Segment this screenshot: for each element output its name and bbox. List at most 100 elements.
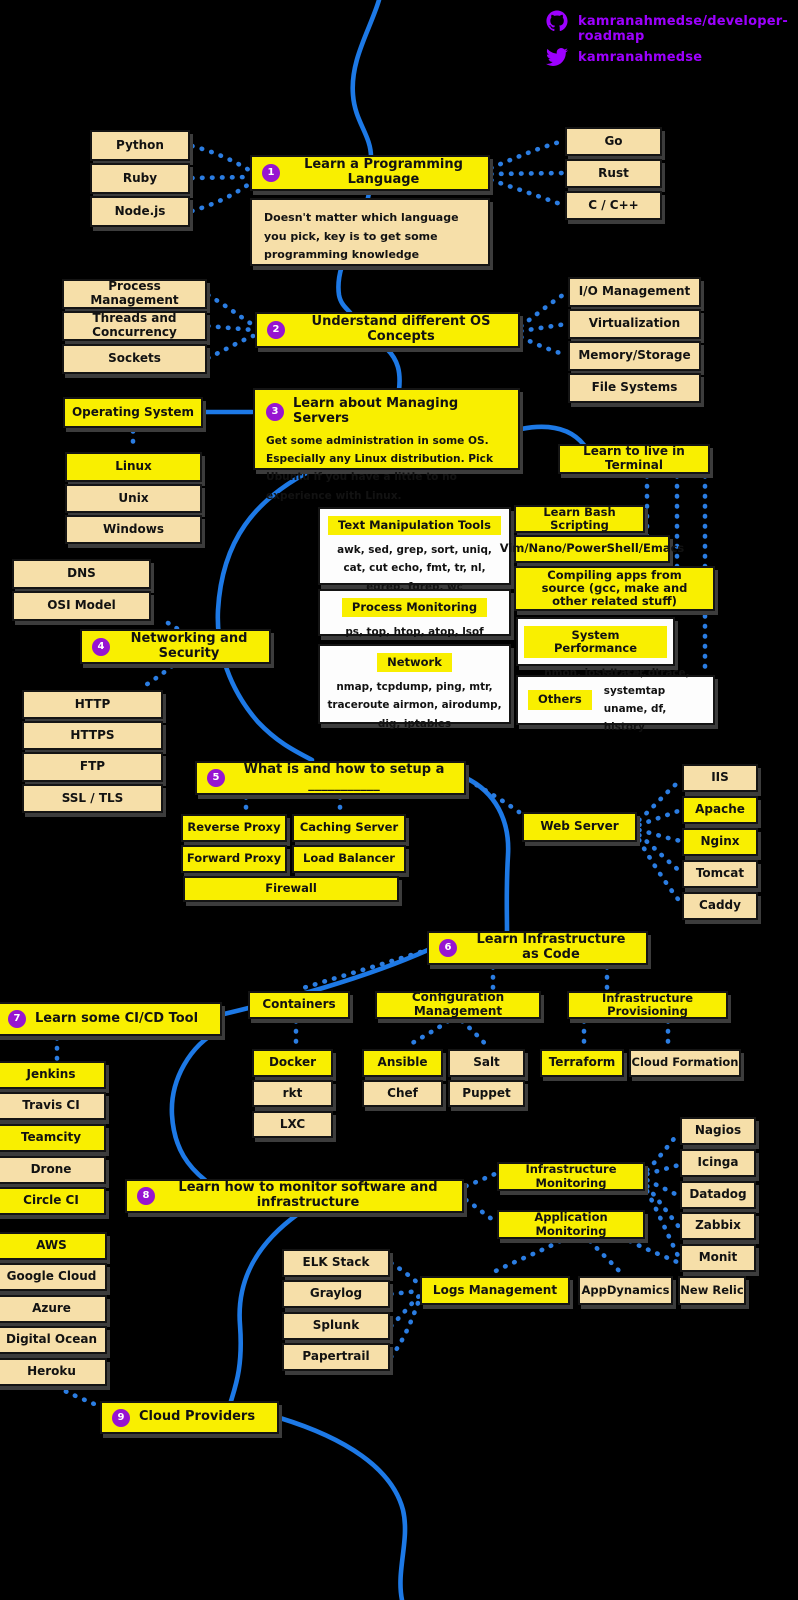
section-5-setup[interactable]: 5 What is and how to setup a ___________ <box>195 761 466 795</box>
node-circle-ci[interactable]: Circle CI <box>0 1187 106 1215</box>
github-link[interactable]: kamranahmedse/developer-roadmap <box>578 14 788 44</box>
node-virtualization[interactable]: Virtualization <box>568 309 701 339</box>
node-drone[interactable]: Drone <box>0 1156 106 1184</box>
section-9-cloud-providers[interactable]: 9 Cloud Providers <box>100 1401 279 1434</box>
node-file-systems[interactable]: File Systems <box>568 373 701 403</box>
section-4-title: Networking and Security <box>130 630 248 661</box>
node-aws[interactable]: AWS <box>0 1232 107 1260</box>
node-apache[interactable]: Apache <box>682 796 758 824</box>
node-compiling-apps[interactable]: Compiling apps from source (gcc, make an… <box>514 566 715 611</box>
node-ruby[interactable]: Ruby <box>90 163 190 194</box>
panel-text-manipulation-tools[interactable]: Text Manipulation Tools awk, sed, grep, … <box>318 507 511 593</box>
node-firewall[interactable]: Firewall <box>183 876 399 902</box>
node-containers[interactable]: Containers <box>248 991 350 1019</box>
section-2-os-concepts[interactable]: 2 Understand different OS Concepts <box>255 312 520 348</box>
node-salt[interactable]: Salt <box>448 1049 525 1077</box>
node-zabbix[interactable]: Zabbix <box>680 1212 756 1240</box>
section-1-programming-language[interactable]: 1 Learn a Programming Language <box>250 155 490 191</box>
node-nodejs[interactable]: Node.js <box>90 196 190 227</box>
node-https[interactable]: HTTPS <box>22 721 163 750</box>
node-infrastructure-provisioning[interactable]: Infrastructure Provisioning <box>567 991 728 1019</box>
node-ansible[interactable]: Ansible <box>362 1049 443 1077</box>
node-editors[interactable]: Vim/Nano/PowerShell/Emacs <box>500 535 684 563</box>
section-6-infrastructure-as-code[interactable]: 6 Learn Infrastructure as Code <box>427 931 648 965</box>
node-load-balancer[interactable]: Load Balancer <box>292 845 406 873</box>
node-web-server[interactable]: Web Server <box>522 812 637 842</box>
node-forward-proxy[interactable]: Forward Proxy <box>181 845 287 873</box>
section-3-managing-servers[interactable]: 3 Learn about Managing Servers Get some … <box>253 388 520 502</box>
node-ftp[interactable]: FTP <box>22 752 163 782</box>
node-tomcat[interactable]: Tomcat <box>682 860 758 888</box>
node-elk-stack[interactable]: ELK Stack <box>282 1249 390 1277</box>
panel-network-title: Network <box>377 653 452 673</box>
node-iis[interactable]: IIS <box>682 764 758 792</box>
panel-process-monitoring[interactable]: Process Monitoring ps, top, htop, atop, … <box>318 589 511 638</box>
node-lxc[interactable]: LXC <box>252 1111 333 1138</box>
node-icinga[interactable]: Icinga <box>680 1149 756 1177</box>
node-ssl-tls[interactable]: SSL / TLS <box>22 784 163 813</box>
step-3-badge: 3 <box>266 402 284 421</box>
node-new-relic[interactable]: New Relic <box>678 1276 746 1305</box>
note-managing-servers: Get some administration in some OS. Espe… <box>266 434 494 502</box>
node-http[interactable]: HTTP <box>22 690 163 719</box>
node-docker[interactable]: Docker <box>252 1049 333 1077</box>
node-nagios[interactable]: Nagios <box>680 1117 756 1145</box>
node-application-monitoring[interactable]: Application Monitoring <box>497 1210 645 1239</box>
node-rkt[interactable]: rkt <box>252 1080 333 1107</box>
node-logs-management[interactable]: Logs Management <box>420 1276 570 1305</box>
node-memory-storage[interactable]: Memory/Storage <box>568 341 701 371</box>
section-4-networking-security[interactable]: 4 Networking and Security <box>80 629 271 664</box>
node-cloud-formation[interactable]: Cloud Formation <box>629 1049 741 1077</box>
node-teamcity[interactable]: Teamcity <box>0 1124 106 1152</box>
step-6-badge: 6 <box>439 939 457 957</box>
node-operating-system[interactable]: Operating System <box>63 397 203 428</box>
twitter-link[interactable]: kamranahmedse <box>578 50 703 65</box>
panel-system-performance-title: System Performance <box>524 626 667 659</box>
node-travis-ci[interactable]: Travis CI <box>0 1092 106 1120</box>
panel-others[interactable]: Others strace, dtrace, systemtap uname, … <box>516 667 715 733</box>
node-dns[interactable]: DNS <box>12 559 151 589</box>
node-osi-model[interactable]: OSI Model <box>12 591 151 621</box>
node-configuration-management[interactable]: Configuration Management <box>375 990 541 1019</box>
node-reverse-proxy[interactable]: Reverse Proxy <box>181 814 287 842</box>
node-appdynamics[interactable]: AppDynamics <box>578 1276 673 1305</box>
node-live-in-terminal[interactable]: Learn to live in Terminal <box>558 444 710 474</box>
node-linux[interactable]: Linux <box>65 452 202 482</box>
node-rust[interactable]: Rust <box>565 159 662 188</box>
section-7-cicd[interactable]: 7 Learn some CI/CD Tool <box>0 1002 222 1036</box>
node-caddy[interactable]: Caddy <box>682 892 758 920</box>
node-monit[interactable]: Monit <box>680 1244 756 1272</box>
node-jenkins[interactable]: Jenkins <box>0 1061 106 1089</box>
node-azure[interactable]: Azure <box>0 1295 107 1323</box>
node-infrastructure-monitoring[interactable]: Infrastructure Monitoring <box>497 1162 645 1191</box>
node-unix[interactable]: Unix <box>65 484 202 513</box>
node-digital-ocean[interactable]: Digital Ocean <box>0 1326 107 1354</box>
node-c-cpp[interactable]: C / C++ <box>565 191 662 220</box>
node-bash-scripting[interactable]: Learn Bash Scripting <box>514 505 645 533</box>
node-heroku[interactable]: Heroku <box>0 1358 107 1386</box>
node-chef[interactable]: Chef <box>362 1080 443 1107</box>
node-google-cloud[interactable]: Google Cloud <box>0 1263 107 1291</box>
node-windows[interactable]: Windows <box>65 515 202 544</box>
node-python[interactable]: Python <box>90 130 190 161</box>
node-caching-server[interactable]: Caching Server <box>292 814 406 842</box>
node-puppet[interactable]: Puppet <box>448 1080 525 1107</box>
node-nginx[interactable]: Nginx <box>682 828 758 856</box>
step-5-badge: 5 <box>207 769 225 787</box>
node-threads-concurrency[interactable]: Threads and Concurrency <box>62 311 207 341</box>
node-process-management[interactable]: Process Management <box>62 279 207 309</box>
node-graylog[interactable]: Graylog <box>282 1280 390 1308</box>
node-datadog[interactable]: Datadog <box>680 1181 756 1209</box>
section-8-monitoring[interactable]: 8 Learn how to monitor software and infr… <box>125 1179 464 1213</box>
panel-network[interactable]: Network nmap, tcpdump, ping, mtr, tracer… <box>318 644 511 730</box>
step-2-badge: 2 <box>267 321 285 339</box>
panel-system-performance[interactable]: System Performance nmon, iostat, sar, vm… <box>516 617 675 698</box>
node-go[interactable]: Go <box>565 127 662 156</box>
node-io-management[interactable]: I/O Management <box>568 277 701 307</box>
node-papertrail[interactable]: Papertrail <box>282 1343 390 1371</box>
node-sockets[interactable]: Sockets <box>62 344 207 374</box>
panel-process-monitoring-body: ps, top, htop, atop, lsof <box>345 626 484 639</box>
node-splunk[interactable]: Splunk <box>282 1312 390 1340</box>
node-terraform[interactable]: Terraform <box>540 1049 624 1077</box>
